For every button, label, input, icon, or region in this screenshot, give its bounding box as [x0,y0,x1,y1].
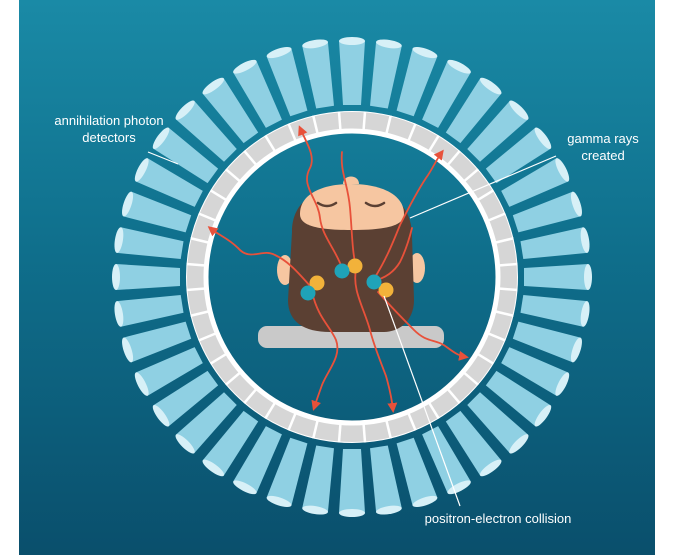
detector-40 [520,227,587,259]
ring-divider-30 [339,112,341,134]
ring-divider-1 [496,288,518,290]
electron-2 [348,259,363,274]
detector-cap-31 [339,37,365,45]
detector-22 [117,227,184,259]
detector-20 [117,295,184,327]
detector-30 [302,42,334,109]
positron-1 [301,286,316,301]
detector-2 [520,295,587,327]
detector-cap-21 [112,264,120,290]
detector-10 [370,445,402,512]
ring-divider-11 [339,421,341,443]
detector-12 [302,445,334,512]
detector-31 [339,41,365,105]
label-gamma-rays: gamma rays created [548,130,658,164]
label-detectors: annihilation photon detectors [34,112,184,146]
ring-divider-10 [363,421,365,443]
detector-21 [116,264,180,290]
positron-3 [367,275,382,290]
detector-cap-11 [339,509,365,517]
ring-divider-40 [496,264,518,266]
ring-divider-20 [187,288,209,290]
positron-2 [335,264,350,279]
detector-32 [370,42,402,109]
detector-1 [524,264,588,290]
detector-cap-1 [584,264,592,290]
ring-divider-31 [363,112,365,134]
detector-11 [339,449,365,513]
ring-divider-21 [187,264,209,266]
label-collision: positron-electron collision [388,510,608,527]
